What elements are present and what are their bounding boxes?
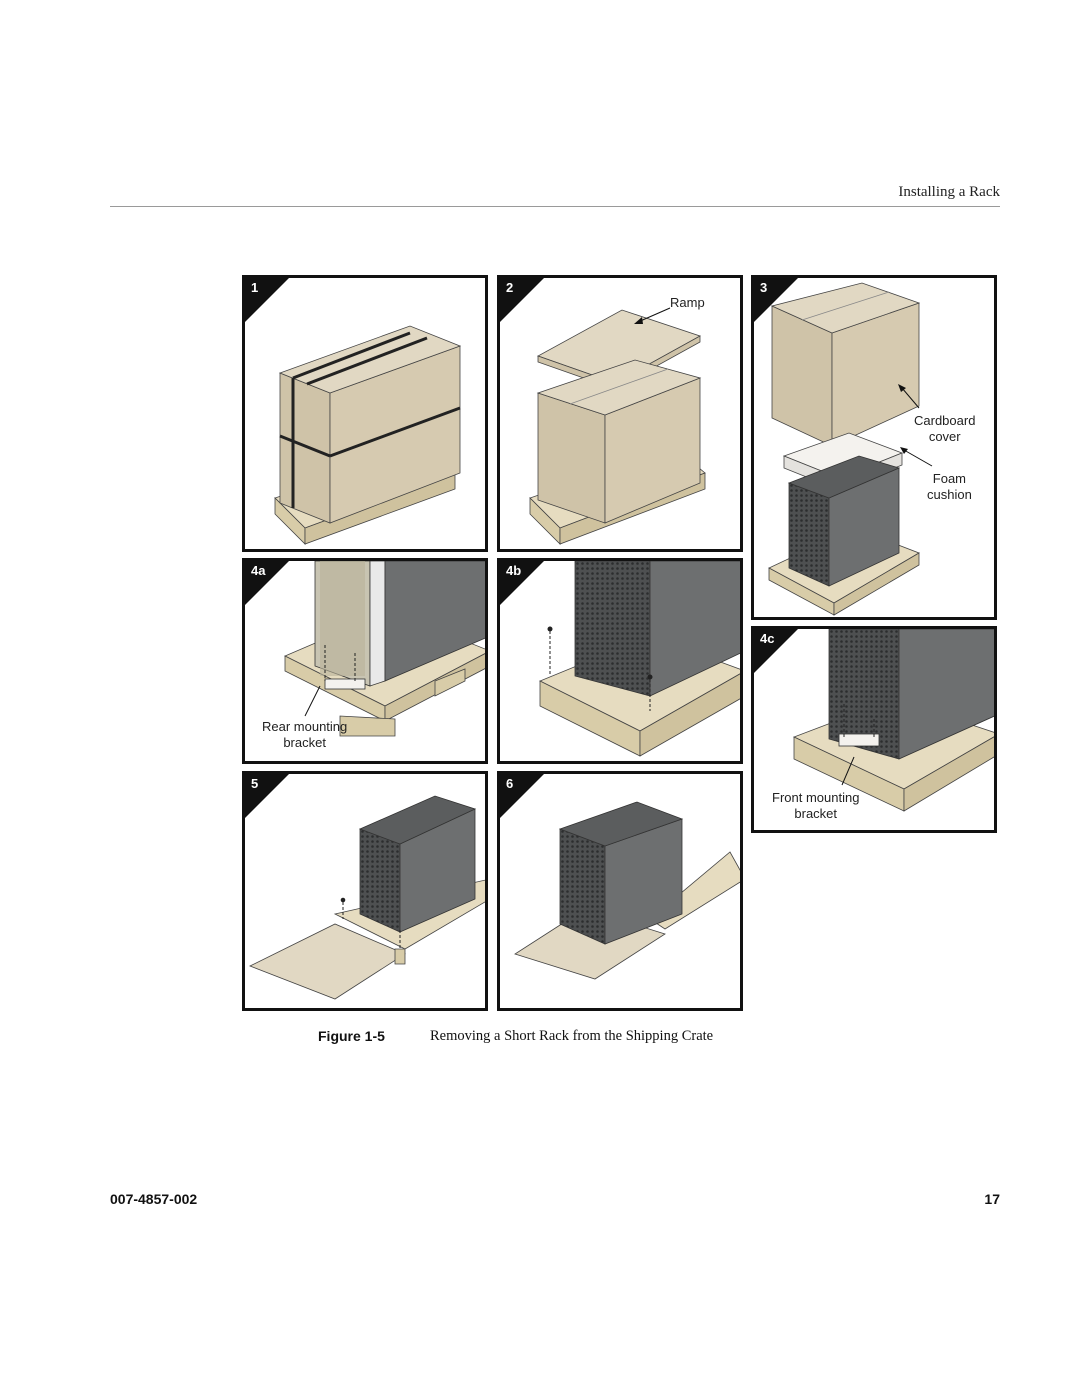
cover-removal-illustration bbox=[768, 282, 933, 616]
callout-front-mounting-bracket: Front mounting bracket bbox=[772, 790, 860, 821]
running-header: Installing a Rack bbox=[898, 184, 1000, 200]
step-number: 4c bbox=[760, 631, 775, 646]
crate-strapped-illustration bbox=[274, 325, 462, 545]
callout-rear-mounting-bracket: Rear mounting bracket bbox=[262, 719, 348, 750]
step-marker-3 bbox=[754, 278, 798, 322]
step-panel-4c: 4c Front mounting bracket bbox=[751, 626, 997, 833]
step-number: 6 bbox=[506, 776, 514, 791]
step-number: 3 bbox=[760, 280, 768, 295]
callout-ramp: Ramp bbox=[670, 295, 705, 310]
callout-foam-cushion: Foam cushion bbox=[927, 471, 972, 502]
step-panel-1: 1 bbox=[242, 275, 488, 552]
figure-caption: Removing a Short Rack from the Shipping … bbox=[430, 1028, 714, 1044]
step-panel-4b: 4b bbox=[497, 558, 743, 764]
step-panel-5: 5 bbox=[242, 771, 488, 1011]
document-number: 007-4857-002 bbox=[110, 1191, 198, 1207]
step-number: 4a bbox=[251, 563, 266, 578]
step-marker-4b bbox=[500, 561, 544, 605]
step-number: 1 bbox=[251, 280, 259, 295]
ramp-removal-illustration bbox=[529, 307, 706, 545]
step-number: 2 bbox=[506, 280, 514, 295]
rear-bracket-removal-illustration bbox=[284, 561, 485, 737]
step-marker-4a bbox=[245, 561, 289, 605]
rack-on-pallet-illustration bbox=[539, 561, 740, 757]
step-marker-2 bbox=[500, 278, 544, 322]
page-number: 17 bbox=[984, 1191, 1000, 1207]
front-bracket-removal-illustration bbox=[792, 629, 994, 812]
step-marker-6 bbox=[500, 774, 544, 818]
step-panel-4a: 4a Rear mounting bracket bbox=[242, 558, 488, 764]
figure-number: Figure 1-5 bbox=[318, 1028, 385, 1044]
header-rule bbox=[110, 206, 1000, 207]
ramp-attach-illustration bbox=[249, 795, 485, 1000]
step-number: 4b bbox=[506, 563, 522, 578]
rack-rolled-off-illustration bbox=[514, 801, 740, 980]
step-marker-4c bbox=[754, 629, 798, 673]
step-number: 5 bbox=[251, 776, 259, 791]
callout-cardboard-cover: Cardboard cover bbox=[914, 413, 976, 444]
step-panel-6: 6 bbox=[497, 771, 743, 1011]
step-marker-5 bbox=[245, 774, 289, 818]
step-panel-3: 3 Cardboard cover Foam cushion bbox=[751, 275, 997, 620]
step-marker-1 bbox=[245, 278, 289, 322]
step-panel-2: 2 Ramp bbox=[497, 275, 743, 552]
